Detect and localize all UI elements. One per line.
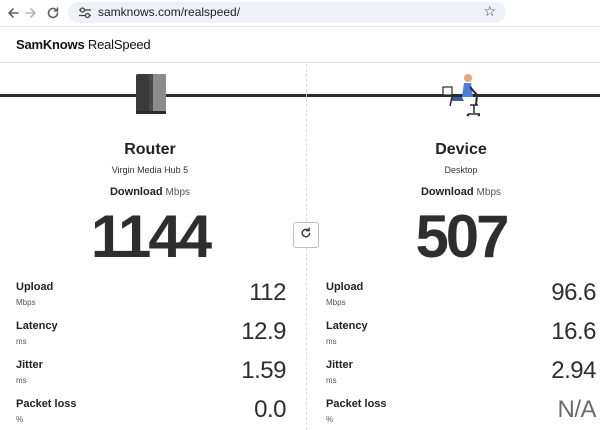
metric-unit: ms xyxy=(16,376,27,385)
metric-label: Packet loss xyxy=(326,398,387,410)
brand-name-light: RealSpeed xyxy=(87,37,151,52)
browser-toolbar: samknows.com/realspeed/ ☆ xyxy=(0,0,600,27)
metric-label: Packet loss xyxy=(16,398,77,410)
metric-unit: ms xyxy=(16,337,27,346)
device-metric-latency: Latency ms 16.6 xyxy=(326,318,596,356)
router-metric-jitter: Jitter ms 1.59 xyxy=(16,357,286,395)
router-icon xyxy=(134,73,168,115)
device-type: Desktop xyxy=(444,165,478,175)
device-metric-upload: Upload Mbps 96.6 xyxy=(326,279,596,317)
device-metric-packet-loss: Packet loss % N/A xyxy=(326,396,596,430)
download-label: Download xyxy=(109,186,163,198)
metric-label: Latency xyxy=(326,320,368,332)
site-settings-icon[interactable] xyxy=(78,6,92,19)
reload-icon[interactable] xyxy=(44,4,62,22)
device-title: Device xyxy=(435,141,487,158)
brand-name-bold: SamKnows xyxy=(16,37,85,52)
star-icon[interactable]: ☆ xyxy=(483,3,496,19)
brand-logo[interactable]: SamKnows RealSpeed xyxy=(16,37,151,52)
metric-unit: ms xyxy=(326,376,337,385)
router-metric-upload: Upload Mbps 112 xyxy=(16,279,286,317)
back-arrow-icon[interactable] xyxy=(4,4,22,22)
metric-unit: % xyxy=(326,415,334,424)
metric-unit: Mbps xyxy=(16,298,36,307)
metric-label: Jitter xyxy=(16,359,43,371)
url-text: samknows.com/realspeed/ xyxy=(98,5,241,19)
metric-value: 112 xyxy=(249,279,286,306)
router-title: Router xyxy=(124,141,176,158)
person-at-desk-icon xyxy=(440,73,481,117)
metric-value: N/A xyxy=(557,396,596,423)
metric-value: 12.9 xyxy=(241,318,286,345)
router-metric-latency: Latency ms 12.9 xyxy=(16,318,286,356)
refresh-button[interactable] xyxy=(293,222,319,248)
metric-label: Latency xyxy=(16,320,58,332)
download-unit: Mbps xyxy=(165,187,190,198)
metric-value: 2.94 xyxy=(551,357,596,384)
metric-unit: % xyxy=(16,415,24,424)
connection-line xyxy=(0,94,600,97)
metric-unit: Mbps xyxy=(326,298,346,307)
metric-unit: ms xyxy=(326,337,337,346)
refresh-icon xyxy=(300,226,312,244)
metric-value: 1.59 xyxy=(241,357,286,384)
address-bar[interactable]: samknows.com/realspeed/ ☆ xyxy=(68,2,506,23)
metric-value: 0.0 xyxy=(254,396,286,423)
device-metric-jitter: Jitter ms 2.94 xyxy=(326,357,596,395)
router-download-value: 1144 xyxy=(90,203,212,270)
forward-arrow-icon[interactable] xyxy=(22,4,40,22)
download-label: Download xyxy=(420,186,474,198)
download-unit: Mbps xyxy=(476,187,501,198)
site-header: SamKnows RealSpeed xyxy=(0,27,600,63)
device-download-value: 507 xyxy=(415,203,509,270)
metric-value: 16.6 xyxy=(551,318,596,345)
metric-value: 96.6 xyxy=(551,279,596,306)
router-metric-packet-loss: Packet loss % 0.0 xyxy=(16,396,286,430)
metric-label: Upload xyxy=(326,281,364,293)
metric-label: Jitter xyxy=(326,359,353,371)
router-model: Virgin Media Hub 5 xyxy=(111,165,189,175)
metric-label: Upload xyxy=(16,281,54,293)
